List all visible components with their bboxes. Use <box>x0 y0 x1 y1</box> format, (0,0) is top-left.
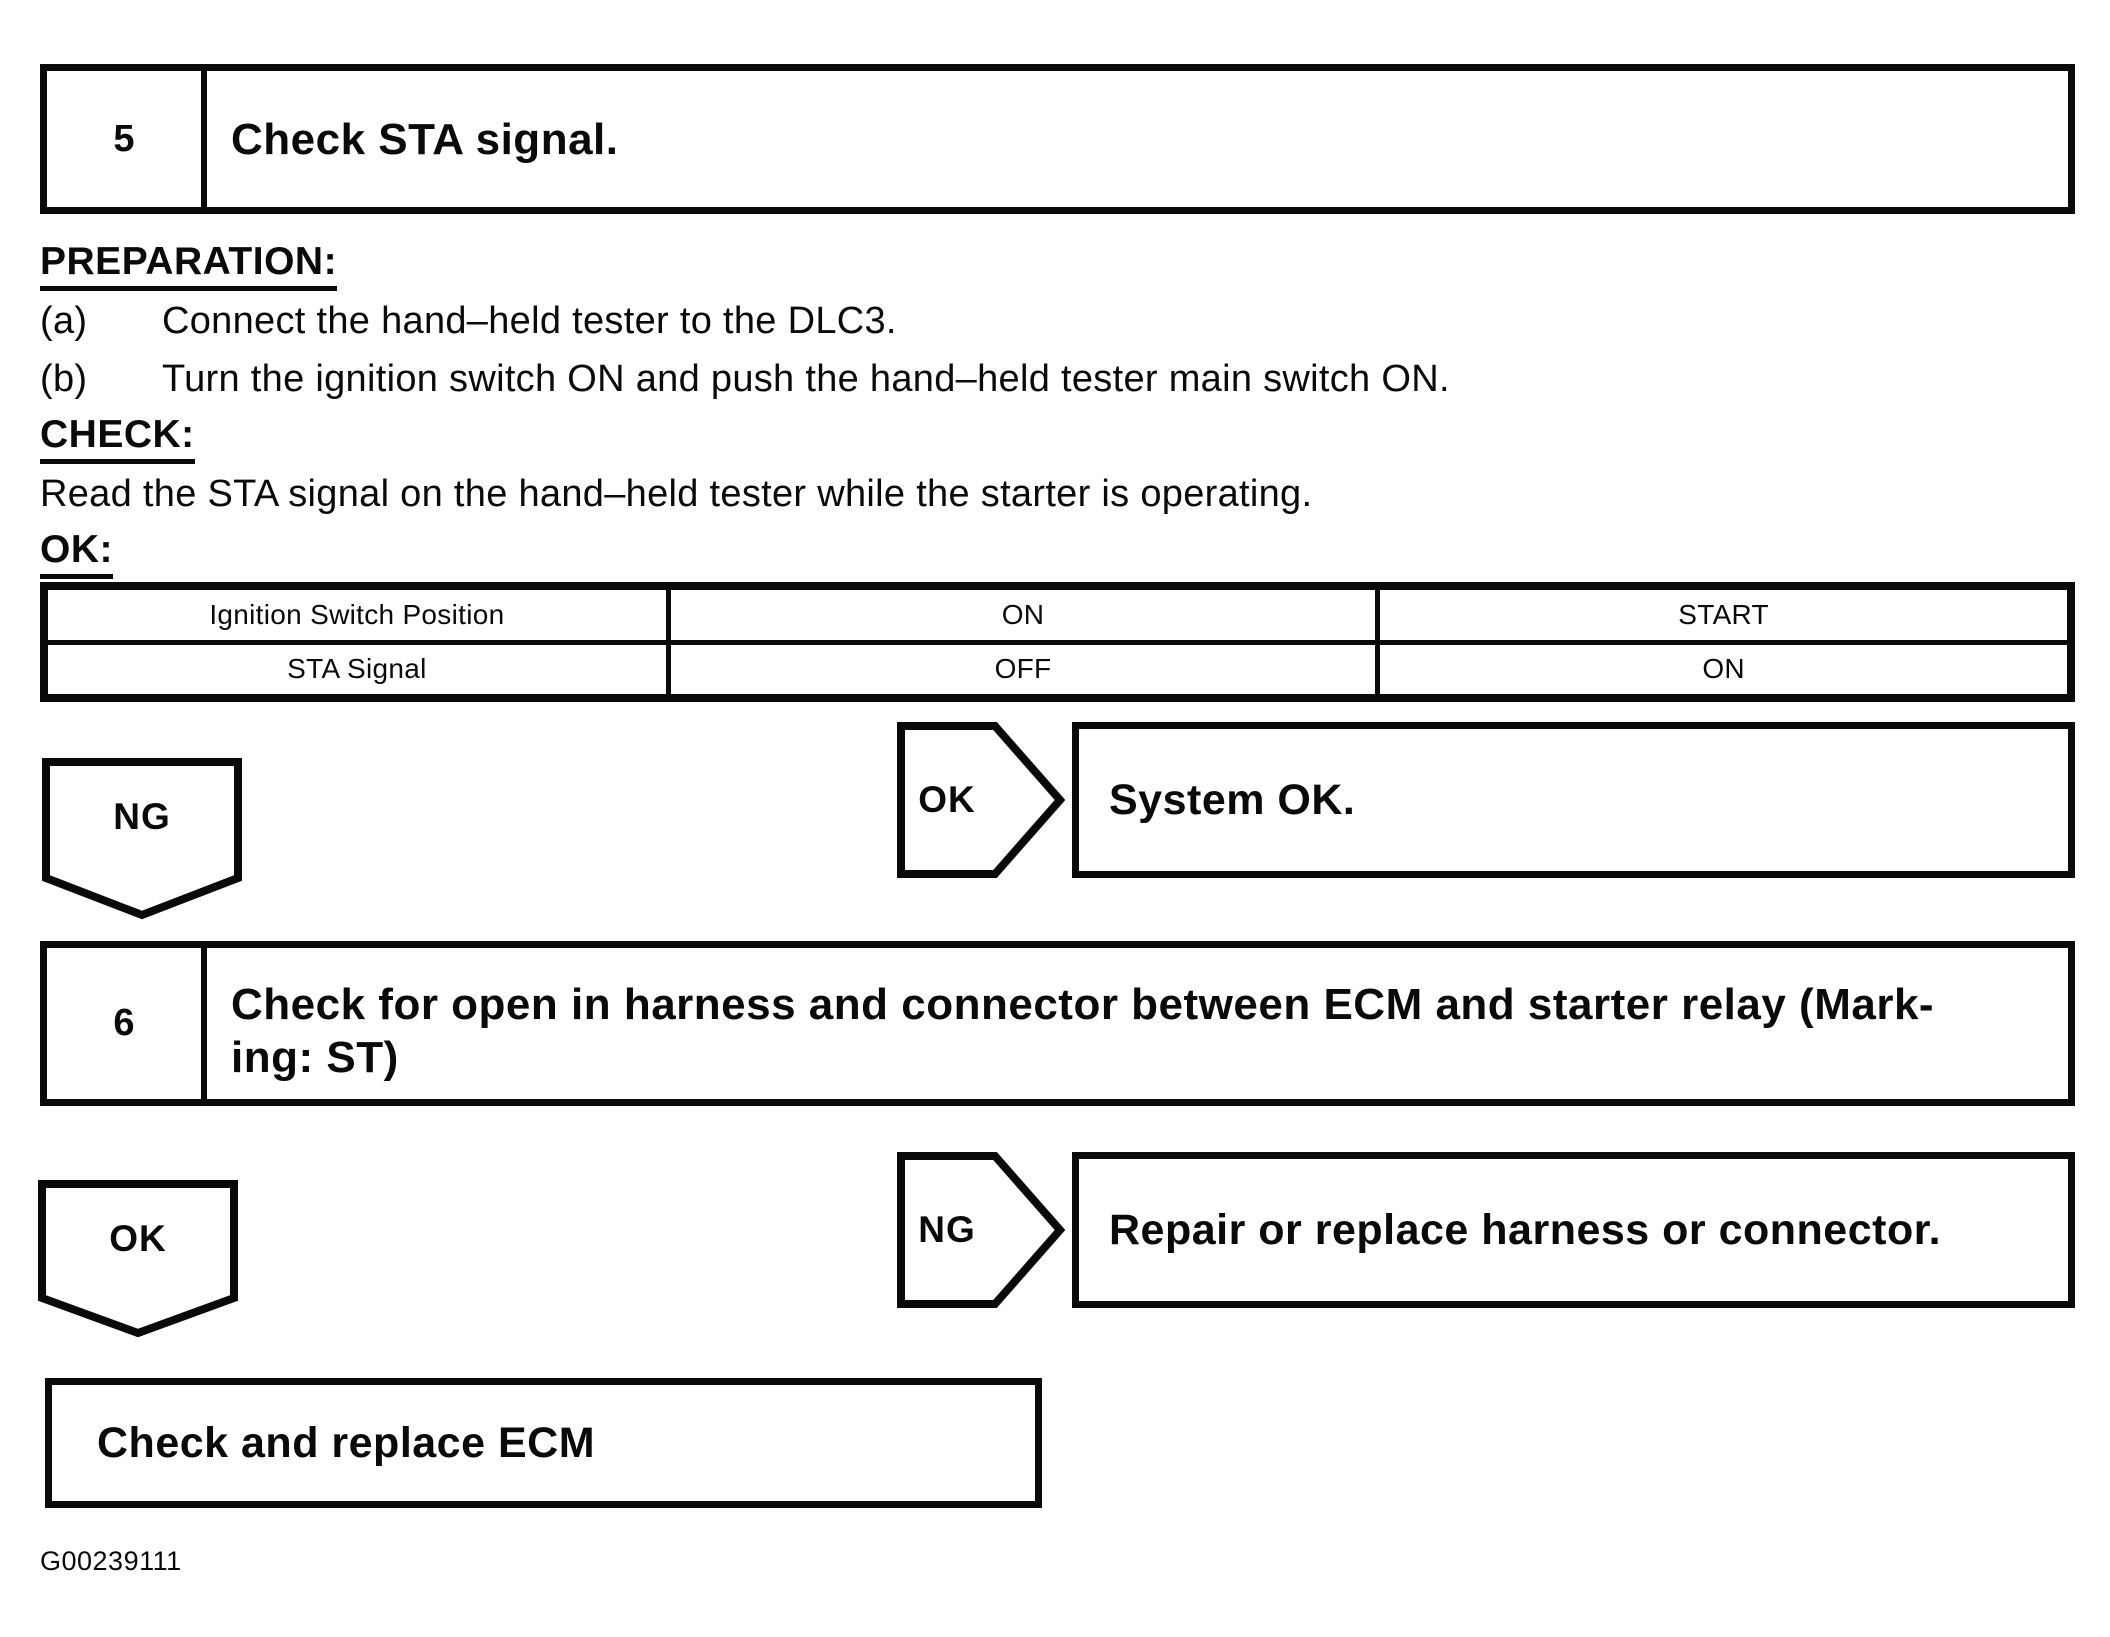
ng-down-arrow: NG <box>42 758 242 920</box>
repair-harness-box: Repair or replace harness or connector. <box>1072 1152 2075 1308</box>
prep-step-b-text: Turn the ignition switch ON and push the… <box>162 358 1450 400</box>
step-6-title-line1: Check for open in harness and connector … <box>231 980 1935 1029</box>
ok-branch-arrow: OK <box>897 722 1065 878</box>
prep-step-a: (a) Connect the hand–held tester to the … <box>40 300 2040 346</box>
prep-step-b-label: (b) <box>40 358 88 400</box>
right-pentagon-icon <box>897 1152 1065 1308</box>
ok-down-label: OK <box>109 1218 167 1259</box>
table-cell: START <box>1375 583 2074 645</box>
ok-branch-label: OK <box>918 779 976 820</box>
preparation-heading: PREPARATION: <box>40 240 338 291</box>
right-pentagon-icon <box>897 722 1065 878</box>
signal-table: Ignition Switch Position ON START STA Si… <box>40 582 2075 702</box>
ok-down-arrow: OK <box>38 1180 238 1338</box>
step-6-box: 6 Check for open in harness and connecto… <box>40 941 2075 1106</box>
table-cell: ON <box>1375 639 2074 701</box>
table-row: Ignition Switch Position ON START <box>41 583 2074 645</box>
prep-step-a-text: Connect the hand–held tester to the DLC3… <box>162 300 897 342</box>
check-instruction: Read the STA signal on the hand–held tes… <box>40 473 1313 515</box>
table-cell: OFF <box>665 639 1381 701</box>
table-row: STA Signal OFF ON <box>41 639 2074 701</box>
system-ok-box: System OK. <box>1072 722 2075 878</box>
replace-ecm-text: Check and replace ECM <box>97 1418 596 1467</box>
table-cell: ON <box>665 583 1381 645</box>
ng-branch-arrow: NG <box>897 1152 1065 1308</box>
ng-down-label: NG <box>113 796 171 837</box>
down-pentagon-icon <box>38 1180 238 1338</box>
check-heading: CHECK: <box>40 413 195 464</box>
step-5-title: Check STA signal. <box>231 114 619 164</box>
prep-step-a-label: (a) <box>40 300 88 342</box>
ok-heading: OK: <box>40 528 113 579</box>
prep-step-b: (b) Turn the ignition switch ON and push… <box>40 358 2040 404</box>
repair-harness-text: Repair or replace harness or connector. <box>1109 1205 1942 1254</box>
table-cell: STA Signal <box>41 639 671 701</box>
step-5-number: 5 <box>47 71 207 207</box>
ng-branch-label: NG <box>918 1209 976 1250</box>
step-6-number: 6 <box>47 948 207 1099</box>
replace-ecm-box: Check and replace ECM <box>45 1378 1042 1508</box>
system-ok-text: System OK. <box>1109 775 1356 824</box>
step-6-title-line2: ing: ST) <box>231 1033 399 1082</box>
step-5-box: 5 Check STA signal. <box>40 64 2075 214</box>
figure-code: G00239111 <box>40 1546 182 1576</box>
down-pentagon-icon <box>42 758 242 920</box>
table-cell: Ignition Switch Position <box>41 583 671 645</box>
